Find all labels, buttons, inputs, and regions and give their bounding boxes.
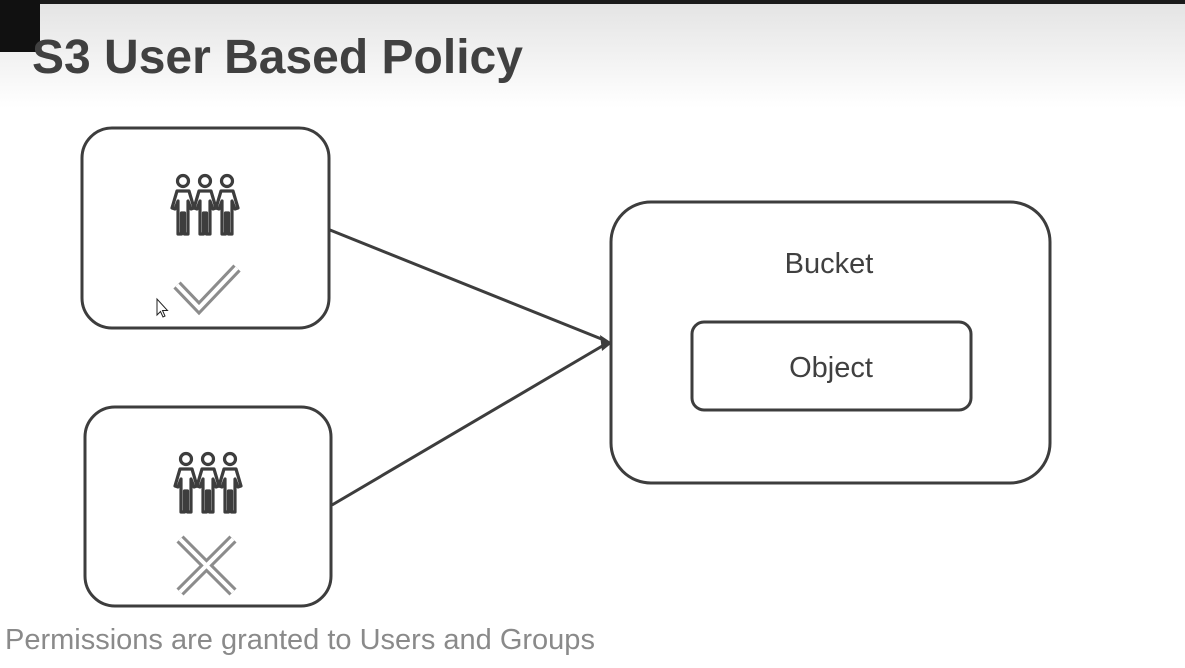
bucket-label: Bucket xyxy=(785,248,874,280)
slide-title: S3 User Based Policy xyxy=(32,31,523,84)
corner-block xyxy=(0,0,40,52)
object-box: Object xyxy=(690,320,973,412)
header-band xyxy=(0,4,1185,108)
group-box-denied xyxy=(83,405,333,608)
arrow-allowed xyxy=(329,228,605,342)
arrow-denied xyxy=(331,343,605,507)
users-group-icon xyxy=(175,454,241,513)
group-box-allowed xyxy=(80,126,331,330)
object-label: Object xyxy=(789,352,873,384)
mouse-cursor-icon xyxy=(156,297,169,318)
users-group-icon xyxy=(172,176,238,235)
checkmark-icon xyxy=(173,264,241,316)
top-bar xyxy=(0,0,1185,4)
caption: Permissions are granted to Users and Gro… xyxy=(5,624,595,656)
cross-icon xyxy=(176,535,237,596)
arrowhead xyxy=(600,335,612,351)
